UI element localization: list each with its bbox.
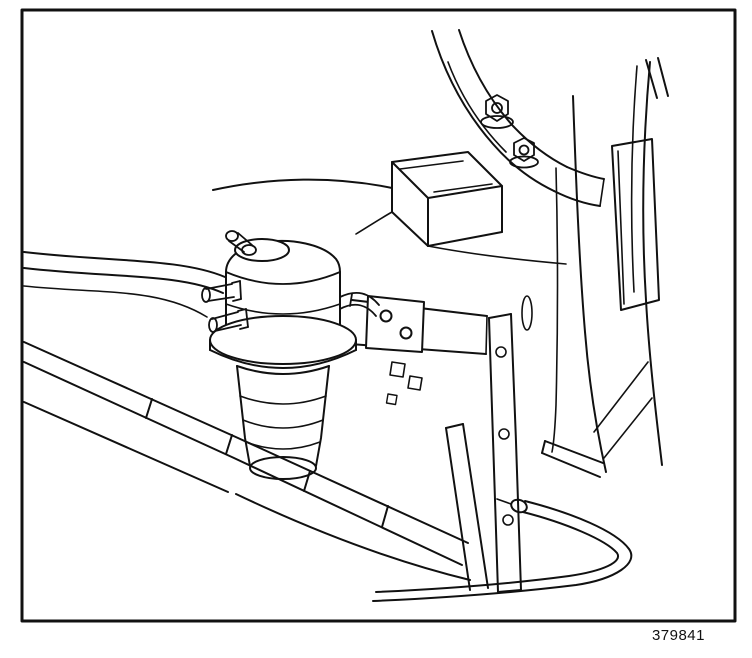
hex-bolt-upper bbox=[480, 94, 514, 129]
canister-cup bbox=[236, 365, 330, 480]
engine-compartment-edge bbox=[212, 178, 393, 191]
outlet-fitting bbox=[208, 308, 249, 333]
figure-number: 379841 bbox=[651, 627, 705, 644]
hex-bolt-lower bbox=[509, 137, 539, 169]
panel-square-hole bbox=[407, 375, 423, 391]
cross-rail bbox=[349, 295, 488, 406]
cowl-brace bbox=[431, 29, 605, 207]
inlet-fitting bbox=[201, 280, 242, 303]
plate-bolt-hole bbox=[379, 309, 393, 323]
floor-panel bbox=[445, 423, 489, 591]
right-body-panel bbox=[521, 57, 669, 478]
hose-loop bbox=[510, 498, 528, 514]
plate-bolt-hole bbox=[399, 326, 413, 340]
lower-hose bbox=[372, 498, 633, 602]
bracket-pocket bbox=[355, 151, 567, 265]
strap-hole bbox=[498, 428, 510, 440]
canister-flange bbox=[209, 315, 357, 365]
panel-square-hole bbox=[389, 361, 406, 378]
fuel-filter-assembly bbox=[201, 230, 380, 480]
supply-hose-line bbox=[23, 285, 208, 318]
panel-slot bbox=[521, 295, 533, 331]
strap-hole bbox=[495, 346, 507, 358]
strap-hole bbox=[502, 514, 514, 526]
panel-square-hole bbox=[385, 393, 398, 406]
mounting-strap bbox=[488, 313, 522, 593]
outlet-hose bbox=[339, 291, 380, 317]
top-fitting bbox=[225, 230, 257, 256]
mounting-plate bbox=[365, 295, 425, 353]
canister-cap bbox=[234, 238, 290, 262]
